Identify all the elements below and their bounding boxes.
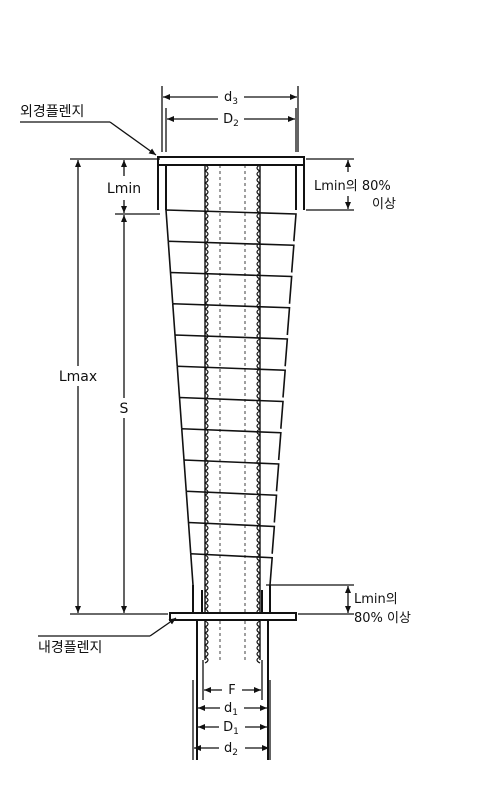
telescope-stage: [165, 209, 297, 242]
dim-D2: D2: [223, 112, 239, 129]
telescope-stage: [187, 521, 276, 554]
left-dimensions: [70, 158, 168, 615]
dim-F: F: [228, 683, 235, 698]
label-lmin-80-bottom-line2: 80% 이상: [354, 611, 411, 626]
telescopic-stages: [165, 209, 297, 586]
outer-flange-leader: [20, 121, 157, 156]
label-lmin-80-bottom-line1: Lmin의: [354, 592, 398, 607]
label-outer-flange: 외경플렌지: [20, 104, 84, 120]
telescope-stage: [169, 271, 293, 304]
telescope-stage: [178, 396, 284, 429]
bottom-tube: [196, 620, 269, 760]
telescope-stage: [183, 459, 280, 492]
telescope-stage: [174, 334, 289, 367]
label-stroke-s: S: [120, 401, 129, 417]
telescope-stage: [167, 240, 295, 273]
spring-coil-left: [204, 164, 209, 664]
dim-d1: d1: [224, 701, 238, 718]
spring-coil-right: [256, 164, 261, 664]
inner-spring-core: [204, 164, 261, 664]
telescope-stage: [176, 365, 287, 398]
telescope-stage: [180, 427, 282, 461]
inner-flange-leader: [38, 617, 177, 637]
right-bottom-dimensions: [266, 584, 354, 615]
label-lmin-left: Lmin: [107, 181, 141, 197]
right-top-dimensions: [306, 158, 354, 211]
telescope-stage: [171, 302, 291, 336]
label-lmax: Lmax: [59, 369, 97, 385]
label-lmin-80-top-line2: 이상: [372, 197, 396, 212]
telescope-stage: [185, 490, 278, 523]
label-inner-flange: 내경플렌지: [38, 640, 102, 656]
dim-d3: d3: [224, 90, 238, 107]
spring-walls: [204, 165, 261, 660]
dim-d2: d2: [224, 741, 238, 758]
outer-flange: [157, 156, 305, 210]
dim-D1: D1: [223, 720, 239, 737]
label-lmin-80-top-line1: Lmin의 80%: [314, 179, 391, 194]
telescope-stage: [189, 552, 274, 586]
inner-flange: [169, 585, 297, 621]
